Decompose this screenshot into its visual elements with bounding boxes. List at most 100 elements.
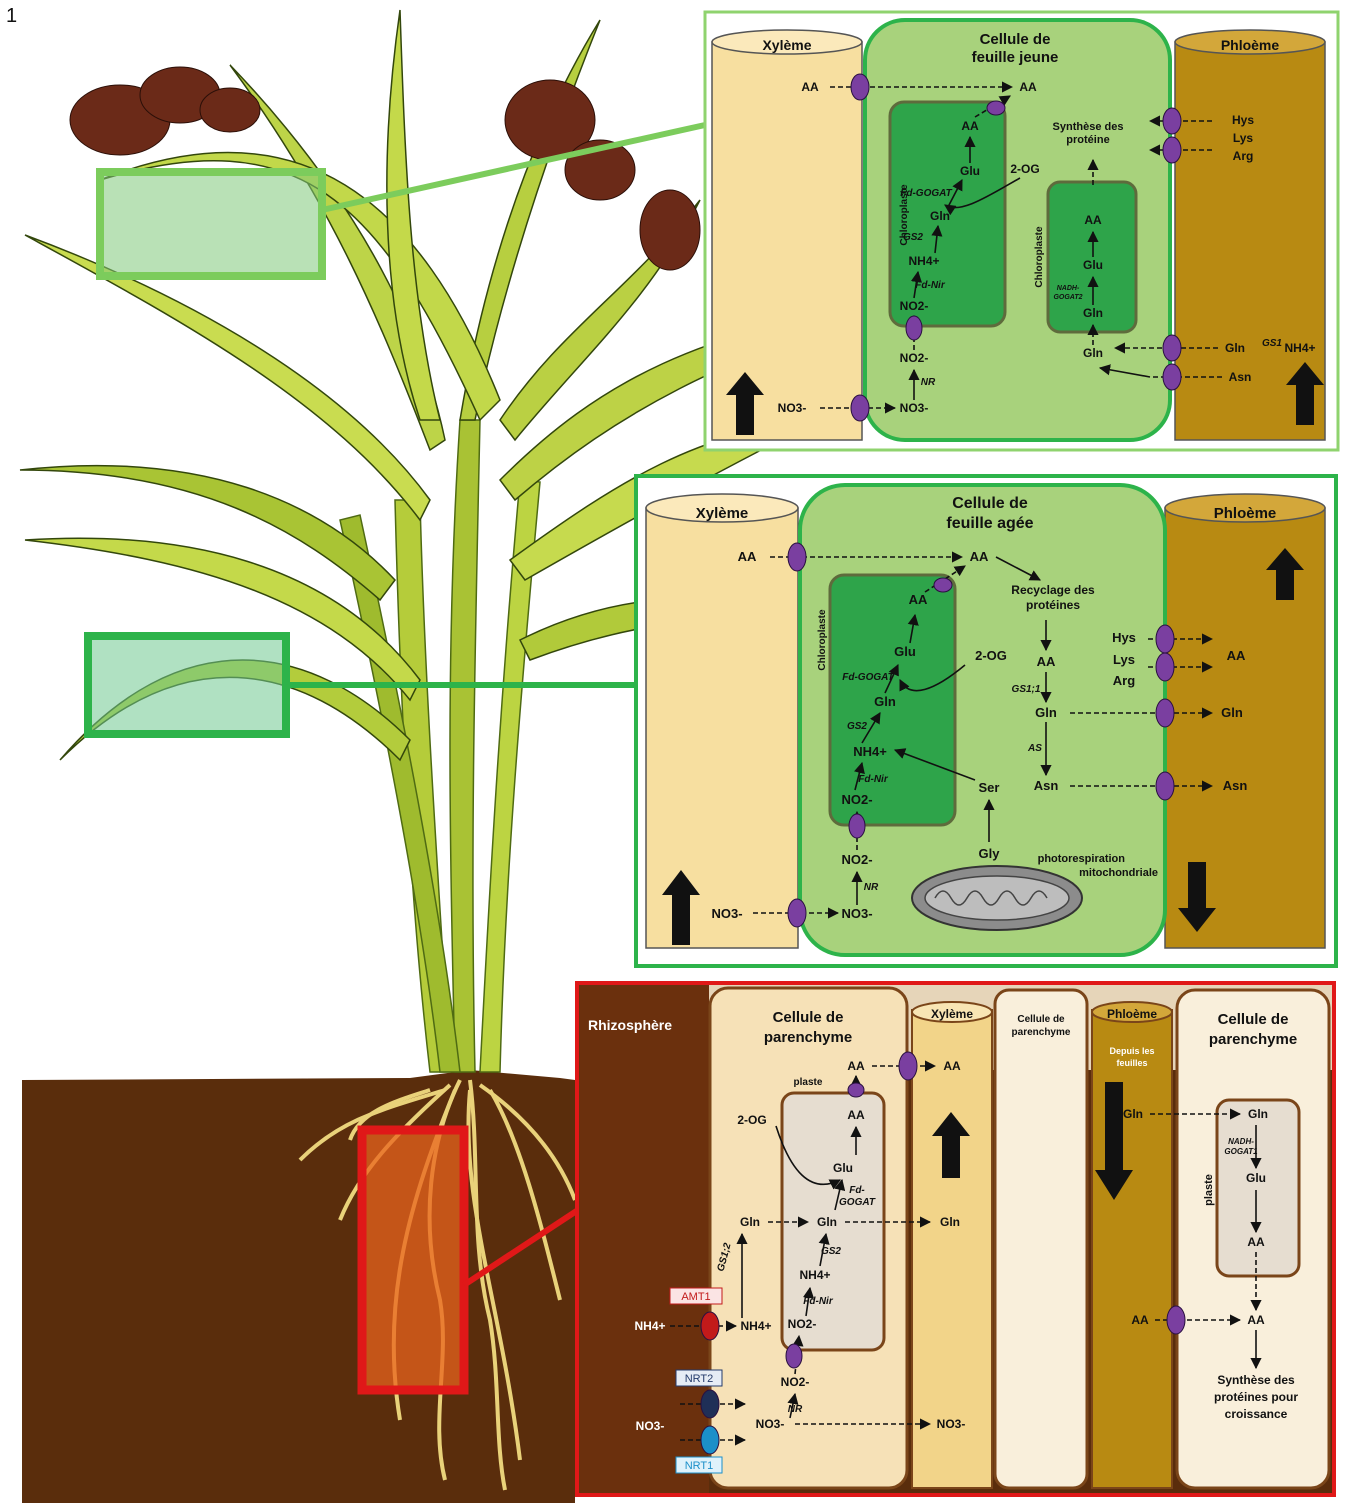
old-aa-cell: AA — [970, 549, 989, 564]
root-cell1-title-2: parenchyme — [764, 1029, 852, 1046]
young-xylem-column — [712, 42, 862, 440]
root-no3-x: NO3- — [937, 1417, 966, 1431]
young-no3-cell: NO3- — [900, 401, 929, 415]
root-parenchyma-cell-2 — [995, 990, 1087, 1488]
old-no3-xylem: NO3- — [711, 906, 742, 921]
root-aa-phl: AA — [1131, 1313, 1149, 1327]
young-arg: Arg — [1233, 149, 1254, 163]
old-chloroplast-label: Chloroplaste — [817, 609, 828, 671]
root-gln-c1: Gln — [740, 1215, 760, 1229]
root-aa-plast: AA — [847, 1108, 865, 1122]
root-plastid-2 — [1217, 1100, 1299, 1276]
old-gs2: GS2 — [847, 721, 867, 732]
root-plaste-label: plaste — [794, 1077, 823, 1088]
root-gln-x: Gln — [940, 1215, 960, 1229]
old-glu: Glu — [894, 644, 916, 659]
old-as: AS — [1027, 743, 1042, 754]
root-cell3-title-1: Cellule de — [1218, 1011, 1289, 1028]
old-gs11: GS1;1 — [1012, 684, 1041, 695]
young-gln: Gln — [930, 209, 950, 223]
root-aa-c3: AA — [1247, 1235, 1265, 1249]
young-aa-xylem: AA — [801, 80, 819, 94]
root-nh4-in: NH4+ — [740, 1319, 771, 1333]
root-phloem-column — [1092, 1010, 1172, 1488]
root-2og: 2-OG — [737, 1113, 766, 1127]
old-photoresp-2: mitochondriale — [1079, 867, 1158, 879]
old-gln-mid: Gln — [1035, 705, 1057, 720]
stems — [340, 420, 540, 1072]
young-gs2: GS2 — [903, 232, 923, 243]
old-no2-cyt: NO2- — [841, 852, 872, 867]
old-fd-gogat: Fd-GOGAT — [842, 672, 894, 683]
root-glu: Glu — [833, 1161, 853, 1175]
root-xylem-label: Xylème — [931, 1007, 973, 1021]
old-fd-nir: Fd-Nir — [858, 774, 889, 785]
young-nr: NR — [921, 377, 936, 388]
root-cell2-title-1: Cellule de — [1017, 1014, 1065, 1025]
young-leaf-panel: Xylème Phloème Cellule de feuille jeune … — [705, 12, 1338, 450]
old-asn-phl: Asn — [1223, 778, 1248, 793]
root-from-leaves-2: feuilles — [1116, 1058, 1147, 1068]
young-nh4-phl: NH4+ — [1284, 341, 1315, 355]
young-nadh-1: NADH- — [1057, 285, 1080, 292]
old-aa-plast: AA — [909, 592, 928, 607]
root-aa-x: AA — [943, 1059, 961, 1073]
young-gln-cyt: Gln — [1083, 346, 1103, 360]
young-nadh-2: GOGAT2 — [1053, 294, 1082, 301]
young-xylem-label: Xylème — [762, 37, 811, 53]
old-cell-title-2: feuille agée — [946, 515, 1033, 532]
old-aa-mid: AA — [1037, 654, 1056, 669]
old-aa-phl: AA — [1227, 648, 1246, 663]
root-no3-in: NO3- — [756, 1417, 785, 1431]
root-no3-out: NO3- — [636, 1419, 665, 1433]
young-synthesis-2: protéine — [1066, 134, 1109, 146]
young-cell-title-1: Cellule de — [980, 31, 1051, 48]
young-leaf-highlight — [100, 172, 322, 276]
root-fd-gogat-2: GOGAT — [839, 1197, 876, 1208]
root-nrt2: NRT2 — [685, 1373, 714, 1385]
young-no3-xylem: NO3- — [778, 401, 807, 415]
old-ser: Ser — [979, 780, 1000, 795]
old-lys: Lys — [1113, 652, 1135, 667]
root-phloem-label: Phloème — [1107, 1007, 1157, 1021]
young-gln2: Gln — [1083, 306, 1103, 320]
young-gs1: GS1 — [1262, 338, 1282, 349]
root-aa-c3b: AA — [1247, 1313, 1265, 1327]
old-gln-phl: Gln — [1221, 705, 1243, 720]
young-synthesis-1: Synthèse des — [1053, 121, 1124, 133]
root-gln-phl: Gln — [1123, 1107, 1143, 1121]
root-synth-2: protéines pour — [1214, 1390, 1298, 1404]
root-cell1-title-1: Cellule de — [773, 1009, 844, 1026]
young-gln-phl: Gln — [1225, 341, 1245, 355]
young-aa2: AA — [1084, 213, 1102, 227]
soil — [22, 1070, 575, 1503]
old-recycle-1: Recyclage des — [1011, 583, 1095, 597]
rhizosphere-label: Rhizosphère — [588, 1017, 672, 1033]
root-gln-plast: Gln — [817, 1215, 837, 1229]
young-hys: Hys — [1232, 113, 1254, 127]
young-chloroplast-2-label: Chloroplaste — [1034, 226, 1045, 288]
root-no2-plast: NO2- — [788, 1317, 817, 1331]
root-fd-gogat-1: Fd- — [849, 1185, 865, 1196]
root-highlight — [362, 1130, 464, 1390]
root-no2-cyt: NO2- — [781, 1375, 810, 1389]
young-asn: Asn — [1229, 370, 1252, 384]
old-no3-cell: NO3- — [841, 906, 872, 921]
old-hys: Hys — [1112, 630, 1136, 645]
old-aa-xylem: AA — [738, 549, 757, 564]
young-glu: Glu — [960, 164, 980, 178]
old-nh4: NH4+ — [853, 744, 887, 759]
root-amt1: AMT1 — [681, 1291, 710, 1303]
young-aa-cell: AA — [1019, 80, 1037, 94]
young-glu2: Glu — [1083, 258, 1103, 272]
rhizosphere — [579, 985, 709, 1493]
root-nh4-out: NH4+ — [634, 1319, 665, 1333]
old-xylem-label: Xylème — [696, 505, 749, 522]
old-arg: Arg — [1113, 673, 1135, 688]
old-xylem-column — [646, 508, 798, 948]
old-leaf-highlight — [88, 636, 286, 734]
young-nh4: NH4+ — [908, 254, 939, 268]
old-leaf-panel: Xylème Phloème Cellule de feuille agée C… — [636, 476, 1336, 966]
